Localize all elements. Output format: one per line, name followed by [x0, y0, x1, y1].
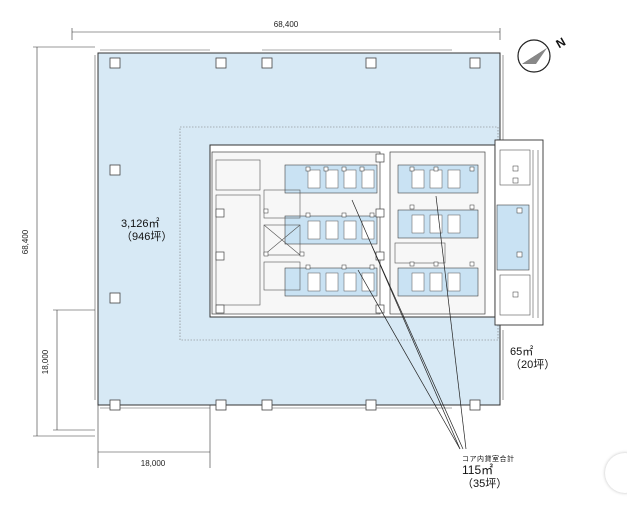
- service-area-sqm: 65㎡: [510, 346, 534, 358]
- office-area-tsubo: （946坪）: [121, 230, 173, 243]
- service-area-label: 65㎡ （20坪）: [510, 346, 555, 371]
- dim-bottom-sub: 18,000: [141, 459, 166, 468]
- north-label: N: [554, 35, 569, 51]
- core-area-caption: コア内貸室合計: [462, 456, 515, 463]
- core-area-tsubo: （35坪）: [462, 477, 508, 490]
- core-area-label: コア内貸室合計 115㎡ （35坪）: [462, 456, 515, 490]
- building-core: [209, 144, 496, 318]
- service-area-tsubo: （20坪）: [510, 358, 556, 371]
- office-area-label: 3,126㎡ （946坪）: [121, 218, 172, 243]
- dimension-lines: [33, 28, 501, 468]
- leader-lines: [351, 195, 467, 450]
- office-area-sqm: 3,126㎡: [121, 218, 160, 230]
- core-area-sqm: 115㎡: [462, 463, 494, 478]
- floating-action-button[interactable]: [605, 453, 627, 493]
- dim-left-height: 68,400: [21, 229, 30, 254]
- dim-top-width: 68,400: [274, 20, 299, 29]
- service-annex: [494, 139, 544, 326]
- north-arrow-icon: N: [517, 35, 569, 73]
- dim-left-sub: 18,000: [41, 349, 50, 374]
